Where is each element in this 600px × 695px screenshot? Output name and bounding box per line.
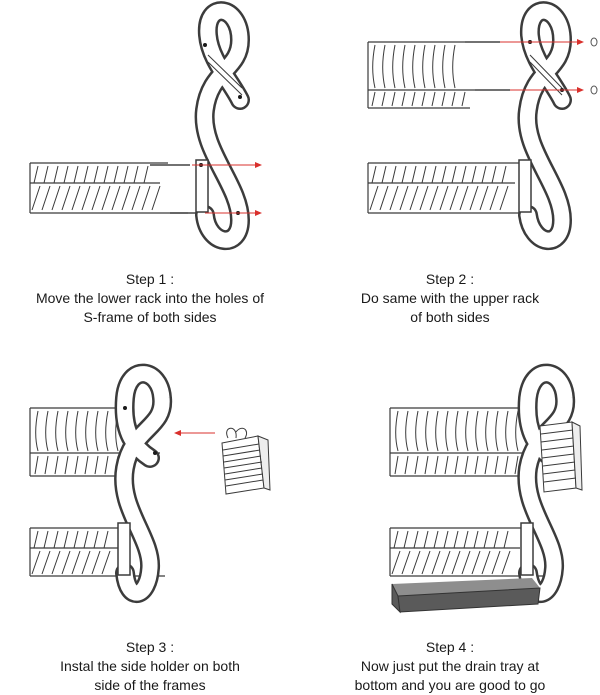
step-title: Step 1 :: [125, 271, 175, 287]
lower-rack: [367, 162, 525, 214]
step-text-line: Do same with the upper rack: [360, 290, 540, 306]
step-text-line: Instal the side holder on both: [60, 658, 240, 674]
step-title: Step 3 :: [125, 639, 175, 655]
screw-icons: [590, 37, 598, 95]
upper-rack: [367, 41, 510, 109]
side-holder: [539, 421, 583, 493]
step-3-caption: Step 3 : Instal the side holder on both …: [0, 638, 300, 695]
step-2-panel: Step 2 : Do same with the upper rack of …: [300, 0, 600, 347]
upper-rack: [389, 407, 540, 477]
step-text-line: side of the frames: [94, 677, 206, 693]
step-title: Step 4 :: [425, 639, 475, 655]
step-text-line: Move the lower rack into the holes of: [35, 290, 264, 306]
step-text-line: Now just put the drain tray at: [360, 658, 540, 674]
step-text-line: S-frame of both sides: [83, 309, 217, 325]
step-1-caption: Step 1 : Move the lower rack into the ho…: [0, 270, 300, 327]
insert-arrows: [500, 39, 584, 93]
step-3-illustration: [29, 363, 271, 603]
side-holder: [221, 427, 271, 495]
insert-arrows: [174, 430, 215, 436]
s-frame: [194, 1, 250, 250]
lower-rack: [29, 162, 205, 214]
step-4-caption: Step 4 : Now just put the drain tray at …: [300, 638, 600, 695]
step-2-illustration: [367, 1, 598, 250]
step-title: Step 2 :: [425, 271, 475, 287]
insert-arrows: [192, 162, 262, 216]
step-text-line: of both sides: [410, 309, 490, 325]
step-4-panel: Step 4 : Now just put the drain tray at …: [300, 348, 600, 695]
step-1-illustration: [29, 1, 262, 250]
step-3-panel: Step 3 : Instal the side holder on both …: [0, 348, 300, 695]
step-1-panel: Step 1 : Move the lower rack into the ho…: [0, 0, 300, 347]
step-4-illustration: [389, 363, 583, 614]
s-frame: [114, 363, 173, 603]
step-text-line: bottom and you are good to go: [354, 677, 546, 693]
drain-tray: [391, 578, 541, 614]
step-2-caption: Step 2 : Do same with the upper rack of …: [300, 270, 600, 327]
rack-wires: [31, 165, 161, 211]
s-frame: [517, 1, 572, 250]
